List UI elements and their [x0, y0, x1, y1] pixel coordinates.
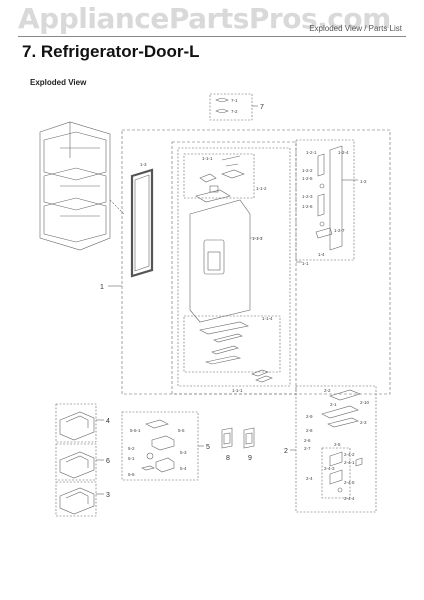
bin-3-shape — [59, 487, 95, 515]
watermark-text: AppliancePartsPros.com — [18, 2, 391, 35]
label-5-6: 5-6 — [128, 472, 135, 477]
door-handle-1-2 — [315, 145, 358, 251]
label-1-2-3: 1-2-3 — [302, 194, 313, 199]
label-5: 5 — [206, 444, 210, 451]
header-divider — [18, 36, 406, 37]
label-1-1-3: 1-1-3 — [252, 236, 263, 241]
label-1-2-6: 1-2-6 — [302, 204, 313, 209]
label-5-2: 5-2 — [128, 446, 135, 451]
label-2-9: 2-9 — [306, 414, 313, 419]
label-2-2: 2-2 — [324, 388, 331, 393]
section-subtitle: Exploded View — [30, 78, 87, 87]
bin-3-box — [55, 481, 97, 517]
dispenser-upper-box — [183, 153, 255, 199]
label-9: 9 — [248, 455, 252, 462]
label-1-1-1a: 1-1-1 — [202, 156, 213, 161]
label-8: 8 — [226, 455, 230, 462]
part-7-group — [209, 93, 258, 121]
bin-4-box — [55, 403, 97, 443]
label-2-7: 2-7 — [304, 446, 311, 451]
label-1-2-7: 1-2-7 — [334, 228, 345, 233]
label-2-8: 2-8 — [306, 428, 313, 433]
label-2-4-2: 2-4-2 — [344, 452, 355, 457]
door-lower-parts — [199, 321, 273, 383]
label-2-10: 2-10 — [360, 400, 370, 405]
label-5-5: 5-5 — [178, 428, 185, 433]
part-7-2-shape — [215, 109, 229, 113]
part-8-shape — [221, 427, 233, 449]
label-2: 2 — [284, 448, 288, 455]
part-9-shape — [243, 427, 255, 449]
door-gasket-1-3 — [130, 168, 154, 278]
label-2-4: 2-4 — [306, 476, 313, 481]
label-1-4: 1-4 — [318, 252, 325, 257]
part-2-box — [295, 385, 377, 513]
door-panel — [189, 199, 262, 323]
part-7-box — [209, 93, 253, 121]
part-7-1-shape — [215, 98, 229, 102]
label-6: 6 — [106, 458, 110, 465]
label-5-4: 5-4 — [180, 466, 187, 471]
bin-4-shape — [59, 411, 95, 441]
label-7-1: 7-1 — [231, 98, 238, 103]
door-inner-box-2 — [177, 147, 291, 387]
label-2-1: 2-1 — [330, 402, 337, 407]
door-inner-box — [171, 141, 297, 395]
label-1-2: 1-2 — [360, 179, 367, 184]
dispenser-upper-parts — [195, 155, 245, 203]
label-5-5-1: 5-5-1 — [130, 428, 141, 433]
label-1-1: 1-1 — [302, 261, 309, 266]
header-tag: Exploded View / Parts List — [309, 24, 402, 33]
label-1: 1 — [100, 284, 104, 291]
label-1-2-2: 1-2-2 — [302, 168, 313, 173]
label-1-1-4: 1-1-4 — [262, 316, 273, 321]
door-assembly-box — [121, 129, 391, 395]
label-2-3: 2-3 — [360, 420, 367, 425]
label-7-2: 7-2 — [231, 109, 238, 114]
bin-6-box — [55, 443, 97, 481]
callout-labels: 7 7-1 7-2 1 1-3 1-1 1-1-1 1-2 1-4 1-1-1 … — [100, 98, 370, 501]
label-1-2-1: 1-2-1 — [306, 150, 317, 155]
label-5-1: 5-1 — [128, 456, 135, 461]
page-title: 7. Refrigerator-Door-L — [22, 42, 200, 61]
label-2-6: 2-6 — [304, 438, 311, 443]
bin-6-shape — [59, 451, 95, 479]
refrigerator-body — [39, 121, 125, 251]
label-5-3: 5-3 — [180, 450, 187, 455]
label-2-4-4: 2-4-4 — [344, 496, 355, 501]
label-7: 7 — [260, 104, 264, 111]
label-4: 4 — [106, 418, 110, 425]
label-1-1-2: 1-1-2 — [256, 186, 267, 191]
label-2-5: 2-5 — [334, 442, 341, 447]
door-lower-box — [183, 315, 281, 373]
handle-box — [295, 139, 355, 261]
part-2-parts — [321, 389, 363, 499]
part-5-parts — [141, 419, 175, 473]
label-2-4-1: 2-4-1 — [344, 460, 355, 465]
label-2-4-3: 2-4-3 — [324, 466, 335, 471]
label-1-1-1: 1-1-1 — [232, 388, 243, 393]
label-2-4-5: 2-4-5 — [344, 480, 355, 485]
label-1-2-5: 1-2-5 — [302, 176, 313, 181]
label-1-2-4: 1-2-4 — [338, 150, 349, 155]
label-1-3: 1-3 — [140, 162, 147, 167]
label-3: 3 — [106, 492, 110, 499]
